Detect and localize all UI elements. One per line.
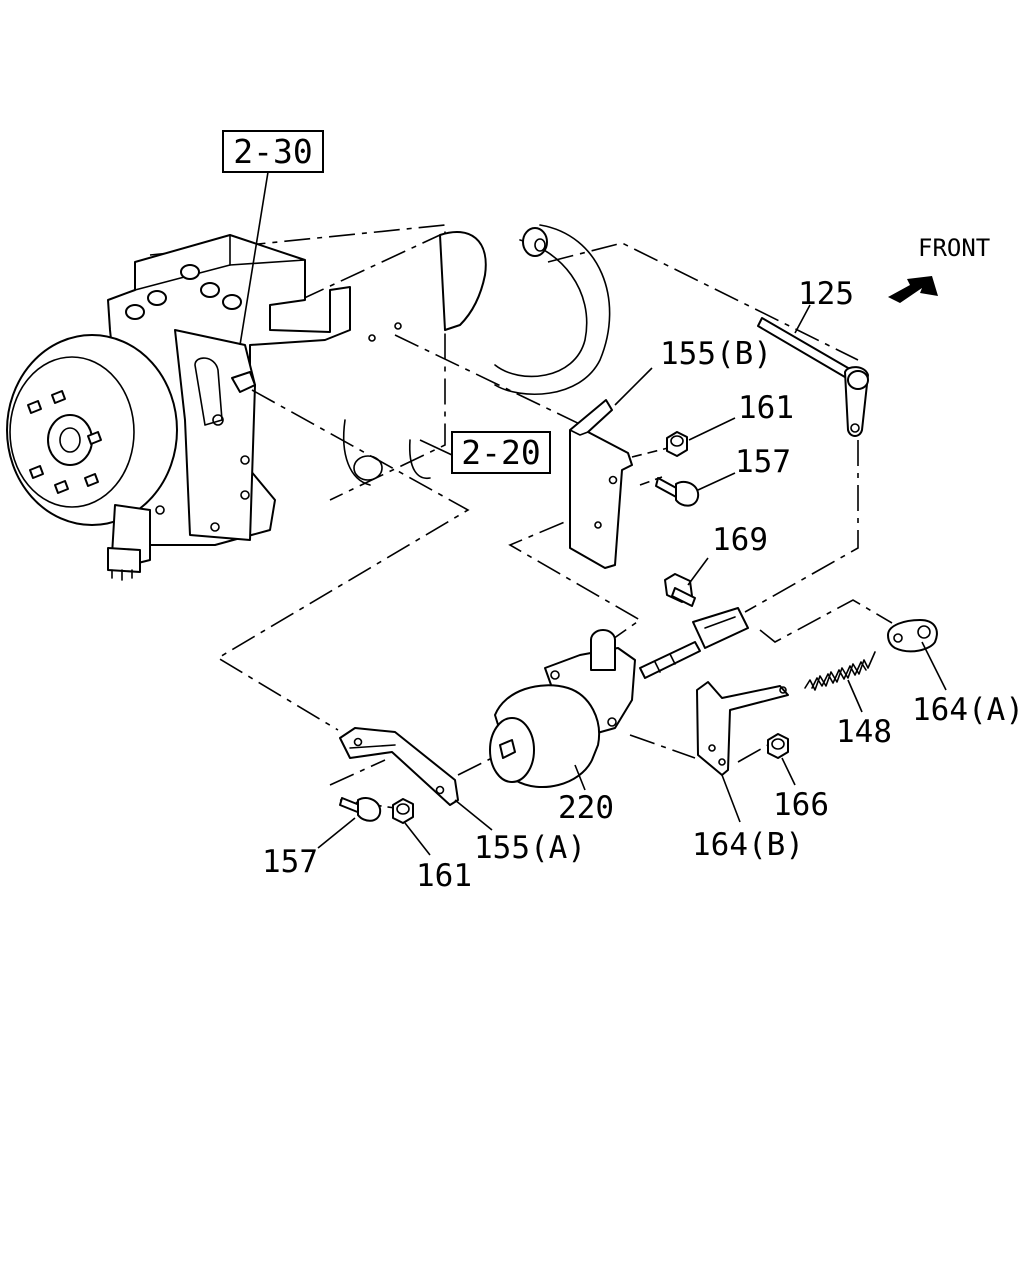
reference-2-30: 2-30 [222,130,324,346]
part-166-nut: 166 [767,733,829,823]
callout-157-lower: 157 [262,844,318,880]
callout-155a: 155(A) [474,830,586,866]
part-155b-bracket: 155(B) [569,336,772,569]
injection-pump-assembly [6,224,611,581]
callout-164a: 164(A) [912,692,1024,728]
assembly-guide-lines [216,242,893,809]
part-161-nut-upper: 161 [666,390,794,457]
part-155a-bracket: 155(A) [339,727,586,866]
part-164b-bracket: 164(B) [692,681,804,863]
front-label: FRONT [918,234,990,262]
callout-169: 169 [712,522,768,558]
callout-161-lower: 161 [416,858,472,894]
reference-2-20-label: 2-20 [461,433,540,472]
callout-125: 125 [798,276,854,312]
part-157-bolt-lower: 157 [262,796,382,880]
callout-155b: 155(B) [660,336,772,372]
callout-220: 220 [558,790,614,826]
part-164a-link: 164(A) [887,619,1024,728]
part-125-rod: 125 [757,276,869,437]
part-169-pin: 169 [664,522,768,607]
part-157-bolt-upper: 157 [655,444,791,507]
callout-161-upper: 161 [738,390,794,426]
callout-166: 166 [773,787,829,823]
part-161-nut-lower: 161 [392,798,472,894]
front-arrow-icon [888,276,938,303]
part-220-actuator: 220 [489,607,749,826]
callout-148: 148 [836,714,892,750]
front-direction-indicator: FRONT [888,234,990,303]
reference-2-30-label: 2-30 [233,132,312,171]
part-148-spring: 148 [804,651,892,750]
callout-164b: 164(B) [692,827,804,863]
reference-2-20: 2-20 [419,431,551,474]
callout-157-upper: 157 [735,444,791,480]
